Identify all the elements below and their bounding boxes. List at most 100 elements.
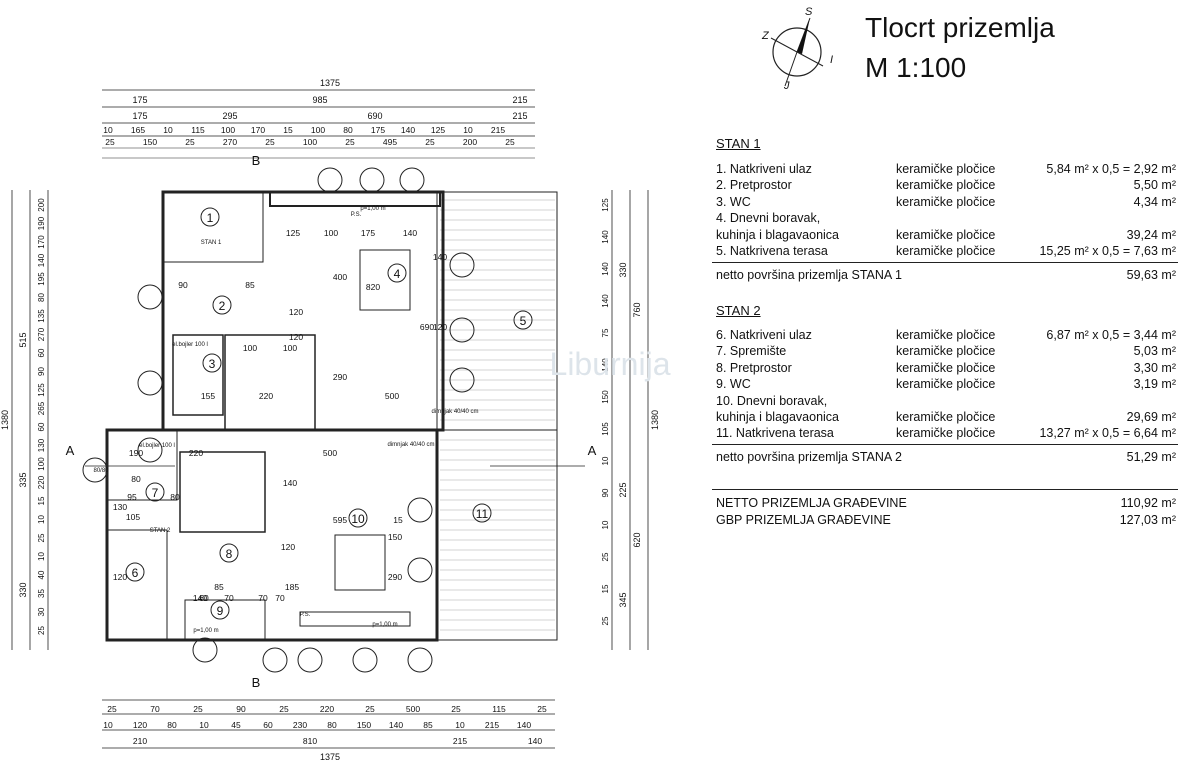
room-dim-label: 150: [388, 532, 402, 542]
row-material: keramičke pločice: [896, 344, 996, 359]
row-material: keramičke pločice: [896, 178, 996, 193]
right-dim-label: 140: [601, 358, 610, 372]
row-area: 3,19 m²: [1133, 377, 1176, 392]
row-area: 29,69 m²: [1126, 410, 1176, 424]
room-dim-label: 175: [361, 228, 375, 238]
top-dim-label: 215: [491, 125, 505, 135]
left-dim-label: 35: [37, 589, 46, 598]
room-dim-label: 85: [245, 280, 255, 290]
bottom-dim-label: 25: [451, 704, 461, 714]
room-dim-label: 140: [433, 252, 447, 262]
room-number: 3: [209, 357, 216, 371]
left-dim-label: 10: [37, 552, 46, 561]
compass-j: J: [784, 80, 790, 92]
room-number-circle: [513, 310, 533, 330]
top-dim-label: 80: [343, 125, 353, 135]
stan1-header: STAN 1: [716, 136, 761, 151]
right-dim-label: 140: [601, 262, 610, 276]
terrace-5: [436, 191, 558, 431]
right-dim-label: 10: [601, 520, 610, 529]
top-dim-label: 25: [105, 137, 115, 147]
room-dim-label: 95: [127, 492, 137, 502]
bottom-dim-label: 140: [517, 720, 531, 730]
bottom-dim-label: 10: [103, 720, 113, 730]
room-dim-label: 140: [193, 593, 207, 603]
stairs: [224, 334, 316, 431]
top-dim-label: 215: [512, 95, 527, 105]
top-dim-label: 115: [191, 125, 205, 135]
room-9: [184, 599, 266, 641]
room-number: 9: [217, 604, 224, 618]
top-dim-label: 165: [131, 125, 145, 135]
room-number-circle: [212, 295, 232, 315]
bottom-dim-label: 85: [423, 720, 433, 730]
left-dim-label: 15: [37, 496, 46, 505]
top-dim-label: 25: [505, 137, 515, 147]
bottom-dim-label: 140: [528, 736, 542, 746]
left-dim-label: 130: [37, 438, 46, 452]
left-dim-label: 330: [18, 582, 28, 597]
stan2-total-value: 51,29 m²: [1126, 450, 1176, 464]
row-material: keramičke pločice: [896, 377, 996, 392]
room-dim-label: 100: [243, 343, 257, 353]
room-dim-label: 290: [388, 572, 402, 582]
row-area: 4,34 m²: [1133, 194, 1176, 209]
plan-annotation: el.bojler 100 l: [172, 342, 208, 348]
left-dim-label: 220: [37, 475, 46, 489]
row-name: 3. WC: [716, 194, 751, 209]
left-dim-label: 100: [37, 457, 46, 471]
top-dim-label: 270: [223, 137, 237, 147]
room-dim-label: 80: [131, 474, 141, 484]
top-dim-label: 10: [463, 125, 473, 135]
bottom-dim-label: 215: [485, 720, 499, 730]
row-area: 5,03 m²: [1133, 344, 1176, 359]
page-title: Tlocrt prizemlja: [865, 12, 1055, 43]
door-swing: [407, 647, 433, 673]
row-name: 5. Natkrivena terasa: [716, 244, 828, 258]
room-dim-label: 690: [420, 322, 434, 332]
room-dim-label: 220: [189, 448, 203, 458]
left-dim-label: 515: [18, 332, 28, 347]
room-dim-label: 90: [178, 280, 188, 290]
left-dim-label: 265: [37, 401, 46, 415]
row-material: keramičke pločice: [896, 328, 996, 342]
room-dim-label: 140: [283, 478, 297, 488]
bottom-dim-label: 25: [537, 704, 547, 714]
room-dim-label: 15: [393, 515, 403, 525]
bottom-dim-label: 115: [492, 704, 506, 714]
right-dim-label: 90: [601, 488, 610, 497]
right-dim-label: 15: [601, 584, 610, 593]
room-dim-label: 595: [333, 515, 347, 525]
left-dim-label: 195: [37, 272, 46, 286]
stan2-header: STAN 2: [716, 303, 761, 318]
left-dim-label: 30: [37, 607, 46, 616]
door-swing: [407, 557, 433, 583]
plan-annotation: p=1,00 m: [360, 206, 385, 212]
right-dim-label: 620: [632, 532, 642, 547]
room-number-circle: [219, 543, 239, 563]
door-swing: [137, 370, 163, 396]
top-dim-label: 125: [431, 125, 445, 135]
left-dim-label: 10: [37, 515, 46, 524]
room-number: 5: [520, 314, 527, 328]
netto-value: 110,92 m²: [1120, 496, 1176, 510]
left-dim-label: 80: [37, 293, 46, 302]
room-number-circle: [202, 353, 222, 373]
row-area: 5,50 m²: [1133, 178, 1176, 193]
bottom-dim-label: 215: [453, 736, 467, 746]
top-dim-label: 985: [312, 95, 327, 105]
dining-table: [359, 249, 411, 311]
top-dim-label: 495: [383, 137, 397, 147]
gbp-label: GBP PRIZEMLJA GRAĐEVINE: [716, 513, 891, 527]
room-number: 2: [219, 299, 226, 313]
netto-label: NETTO PRIZEMLJA GRAĐEVINE: [716, 496, 907, 510]
room-dim-label: 105: [126, 512, 140, 522]
left-dim-label: 140: [37, 253, 46, 267]
left-dim-label: 270: [37, 327, 46, 341]
room-number: 11: [476, 507, 489, 521]
bottom-dim-label: 150: [357, 720, 371, 730]
bottom-dim-label: 230: [293, 720, 307, 730]
row-area: 39,24 m²: [1126, 227, 1176, 242]
row-name: 4. Dnevni boravak,: [716, 211, 821, 226]
